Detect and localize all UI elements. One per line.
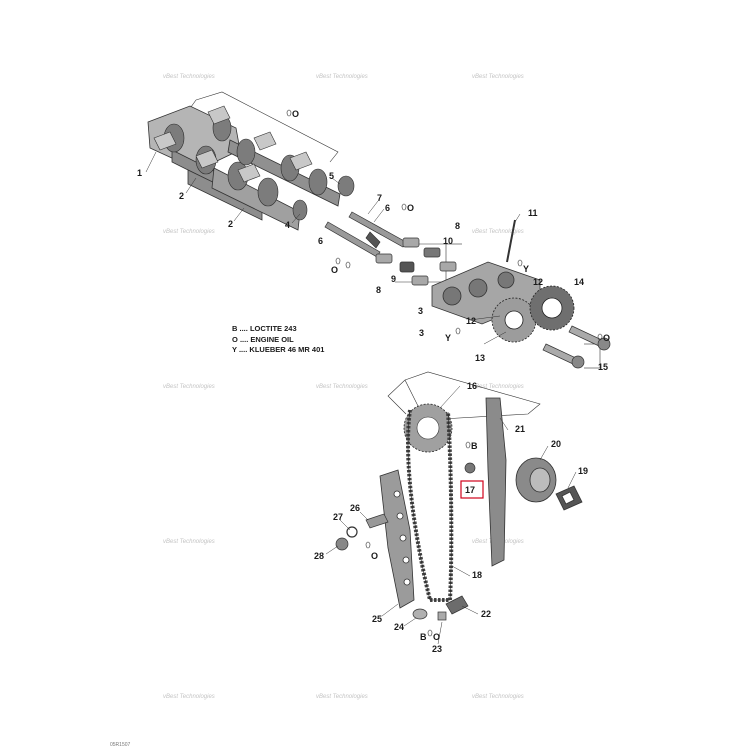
legend-text: KLUEBER 46 MR 401: [249, 345, 325, 354]
callout-27: 27: [333, 512, 343, 522]
callout-12: 12: [533, 277, 543, 287]
callout-9: 9: [391, 274, 396, 284]
legend-code: B: [232, 324, 238, 333]
legend-separator: ....: [239, 324, 248, 333]
engine-oil-symbol: O: [331, 265, 338, 275]
watermark: vBest Technologies: [163, 384, 215, 390]
legend-text: ENGINE OIL: [250, 334, 294, 344]
legend-separator: ....: [238, 345, 248, 354]
callout-5: 5: [329, 171, 334, 181]
callout-24: 24: [394, 622, 404, 632]
callout-1: 1: [137, 168, 142, 178]
callout-19: 19: [578, 466, 588, 476]
callout-13: 13: [475, 353, 485, 363]
legend-row: Y .... KLUEBER 46 MR 401: [232, 345, 324, 356]
engine-oil-symbol: O: [407, 203, 414, 213]
watermark: vBest Technologies: [472, 74, 524, 80]
watermark: vBest Technologies: [163, 694, 215, 700]
klueber-symbol: Y: [523, 264, 529, 274]
legend-text: LOCTITE 243: [249, 324, 297, 333]
valve-train-parts: [324, 211, 516, 286]
callout-2: 2: [228, 219, 233, 229]
cam-sprockets: [491, 285, 575, 343]
legend-row: O .... ENGINE OIL: [232, 335, 324, 346]
engine-oil-symbol: O: [603, 333, 610, 343]
watermark: vBest Technologies: [163, 539, 215, 545]
callout-25: 25: [372, 614, 382, 624]
callout-labels: 1 2 2 4 5 7 6 6 8 8 10 9 11 12 12 3 3 13…: [137, 168, 608, 654]
callout-17-highlighted: 17: [465, 485, 475, 495]
watermark: vBest Technologies: [472, 229, 524, 235]
callout-23: 23: [432, 644, 442, 654]
callout-8: 8: [455, 221, 460, 231]
tensioner-parts: [515, 457, 583, 511]
callout-12: 12: [466, 316, 476, 326]
callout-20: 20: [551, 439, 561, 449]
small-hardware: [335, 462, 476, 621]
chain-guide: [485, 397, 507, 567]
legend-code: O: [232, 334, 238, 344]
sprocket-bolts: [542, 325, 611, 369]
watermark: vBest Technologies: [316, 694, 368, 700]
timing-chain-system: [403, 403, 454, 602]
lubricant-legend: B .... LOCTITE 243 O .... ENGINE OIL Y .…: [232, 324, 324, 356]
watermark: vBest Technologies: [472, 694, 524, 700]
leader-lines: [145, 151, 577, 645]
callout-11: 11: [528, 208, 538, 218]
callout-18: 18: [472, 570, 482, 580]
loctite-symbol: B: [471, 441, 478, 451]
callout-7: 7: [377, 193, 382, 203]
callout-3: 3: [419, 328, 424, 338]
legend-code: Y: [232, 345, 237, 354]
klueber-symbol: Y: [445, 333, 451, 343]
callout-26: 26: [350, 503, 360, 513]
callout-8: 8: [376, 285, 381, 295]
watermark: vBest Technologies: [163, 229, 215, 235]
callout-14: 14: [574, 277, 584, 287]
callout-6: 6: [385, 203, 390, 213]
diagram-code: 05R1507: [110, 742, 131, 748]
callout-22: 22: [481, 609, 491, 619]
callout-15: 15: [598, 362, 608, 372]
legend-separator: ....: [239, 334, 249, 344]
application-symbols: O O O O O O B B Y Y: [286, 109, 610, 642]
watermark: vBest Technologies: [163, 74, 215, 80]
callout-6: 6: [318, 236, 323, 246]
watermark: vBest Technologies: [472, 384, 524, 390]
callout-16: 16: [467, 381, 477, 391]
callout-10: 10: [443, 236, 453, 246]
highlight-box: [460, 480, 484, 499]
engine-oil-symbol: O: [292, 109, 299, 119]
tensioner-guide: [379, 469, 415, 609]
engine-oil-symbol: O: [433, 632, 440, 642]
camshaft-assembly: [147, 105, 355, 231]
callout-2: 2: [179, 191, 184, 201]
watermark: vBest Technologies: [316, 74, 368, 80]
callout-4: 4: [285, 220, 290, 230]
callout-21: 21: [515, 424, 525, 434]
callout-3: 3: [418, 306, 423, 316]
watermark: vBest Technologies: [316, 384, 368, 390]
loctite-symbol: B: [420, 632, 427, 642]
engine-oil-symbol: O: [371, 551, 378, 561]
callout-28: 28: [314, 551, 324, 561]
legend-row: B .... LOCTITE 243: [232, 324, 324, 335]
